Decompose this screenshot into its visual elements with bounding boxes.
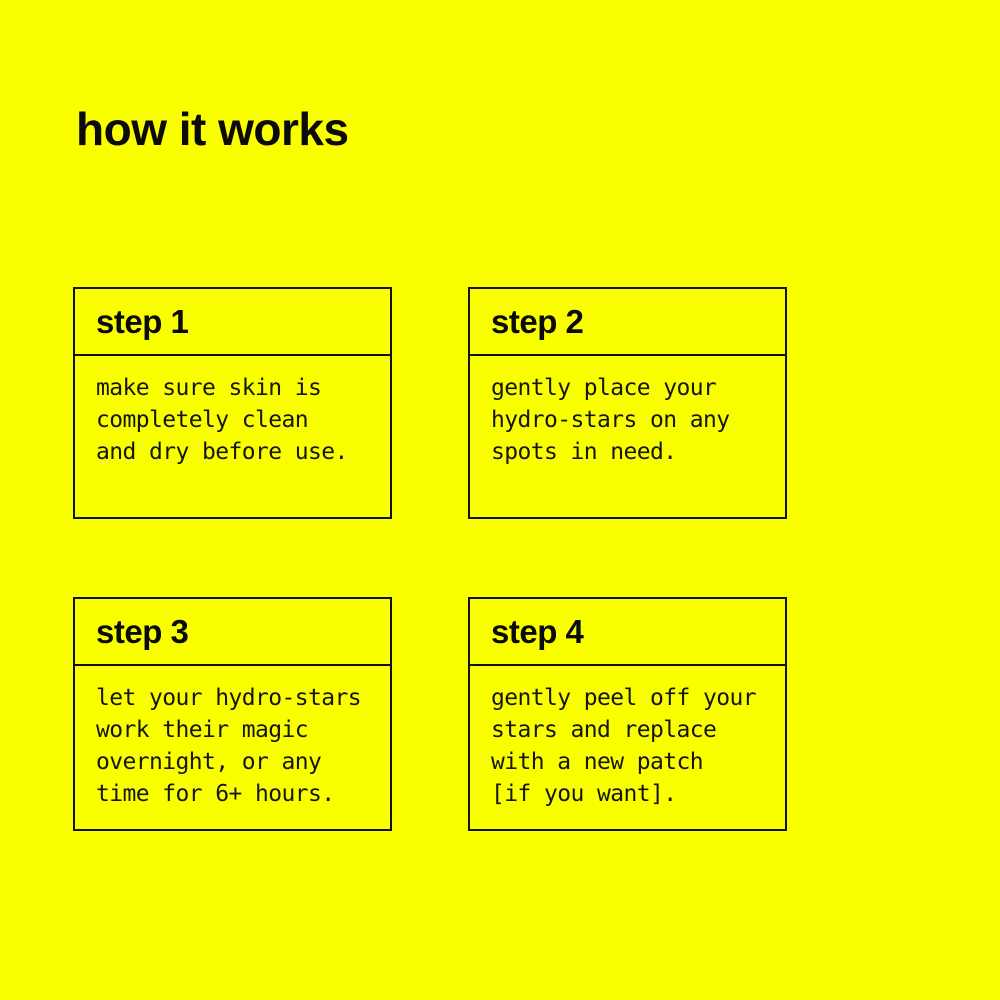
step-card-1: step 1 make sure skin is completely clea…: [73, 287, 392, 519]
step-1-label: step 1: [75, 289, 390, 356]
step-1-description: make sure skin is completely clean and d…: [96, 375, 348, 465]
step-2-label: step 2: [470, 289, 785, 356]
step-4-label: step 4: [470, 599, 785, 666]
step-3-description: let your hydro-stars work their magic ov…: [96, 685, 362, 807]
step-2-description: gently place your hydro-stars on any spo…: [491, 375, 730, 465]
step-card-4: step 4 gently peel off your stars and re…: [468, 597, 787, 831]
step-4-description: gently peel off your stars and replace w…: [491, 685, 757, 807]
step-card-2: step 2 gently place your hydro-stars on …: [468, 287, 787, 519]
step-card-3: step 3 let your hydro-stars work their m…: [73, 597, 392, 831]
step-3-label: step 3: [75, 599, 390, 666]
page-title: how it works: [76, 103, 349, 155]
